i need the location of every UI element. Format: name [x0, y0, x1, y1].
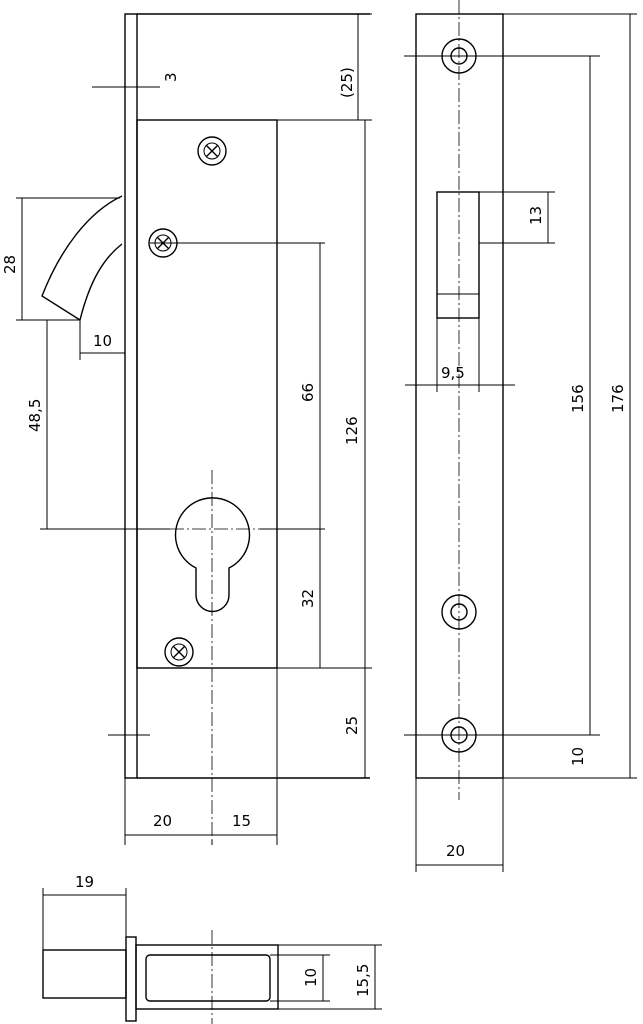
front-faceplate: [124, 13, 138, 779]
latch-rod: [42, 949, 127, 999]
screw-bottom: [164, 637, 194, 667]
front-view: 3 (25) 126 66 32 25: [1, 13, 372, 845]
faceplate-hole-middle: [441, 594, 477, 630]
dim-latch-projection-label: 10: [93, 332, 112, 350]
dim-case-inner: 10: [270, 954, 330, 1002]
latch-bolt: [41, 195, 123, 322]
dim-cylinder-height-label: 32: [299, 589, 317, 608]
dim-bottom-hole: 10: [569, 747, 587, 766]
dim-latch-depth: 19: [42, 873, 127, 950]
dim-bottom-label: 25: [343, 716, 361, 735]
faceplate-hole-top: [404, 38, 600, 74]
dim-bolt-offset: 3: [92, 70, 180, 95]
dim-case-depth: 15,5: [278, 944, 382, 1010]
dim-bottom-hole-label: 10: [569, 747, 587, 766]
dim-screw-spacing-label: 66: [299, 383, 317, 402]
dim-total-height-label: 176: [609, 384, 627, 413]
dim-total-height: 176: [503, 13, 637, 779]
dim-faceplate-width-label: 20: [446, 842, 465, 860]
dim-top-label: (25): [338, 67, 356, 98]
dim-top: (25): [338, 13, 372, 120]
dim-screw-spacing: 66: [150, 242, 325, 530]
dim-latch-height: 28: [1, 197, 120, 321]
lock-case: [136, 119, 278, 669]
dim-hole-spacing: 156: [569, 56, 591, 735]
cylinder-cutout: [174, 497, 251, 613]
dim-bolt-height: 13: [479, 191, 555, 244]
dim-bolt-height-label: 13: [527, 206, 545, 225]
dim-latch-height-label: 28: [1, 255, 19, 274]
faceplate-outline: [415, 13, 504, 779]
dim-hole-spacing-label: 156: [569, 384, 587, 413]
dim-bolt-width-label: 9,5: [441, 364, 465, 382]
dim-cylinder-height: 32: [299, 529, 321, 668]
dim-bolt-width: 9,5: [405, 318, 515, 392]
screw-top: [197, 136, 227, 166]
dim-backset-label: 20: [153, 812, 172, 830]
top-view: 19 10 15,5: [42, 873, 382, 1024]
dim-cylinder-offset-label: 15: [232, 812, 251, 830]
top-case-outer: [135, 944, 279, 1010]
dim-latch-to-cylinder: 48,5: [26, 320, 170, 530]
dim-case-inner-label: 10: [302, 968, 320, 987]
top-case-inner: [145, 954, 271, 1002]
dim-case-height-label: 126: [343, 416, 361, 445]
dim-case-height: 126: [343, 120, 366, 668]
dim-latch-projection: 10: [79, 320, 125, 360]
dim-bolt-offset-label: 3: [162, 72, 180, 82]
top-faceplate: [125, 936, 137, 1022]
dim-backset: 20 15: [124, 668, 278, 845]
dim-latch-depth-label: 19: [75, 873, 94, 891]
faceplate-view: 13 9,5 156 176 10 20: [404, 0, 637, 872]
dim-bottom: 25: [108, 668, 366, 778]
dim-faceplate-width: 20: [415, 778, 504, 872]
bolt-slot: [436, 191, 480, 319]
dim-case-depth-label: 15,5: [354, 964, 372, 997]
dim-latch-to-cylinder-label: 48,5: [26, 399, 44, 432]
faceplate-hole-bottom: [404, 717, 600, 753]
